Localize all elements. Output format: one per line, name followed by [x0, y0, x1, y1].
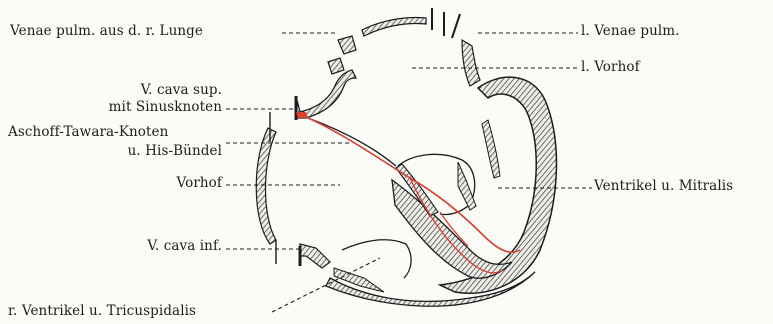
label-right-ventricle-tricuspidalis: r. Ventrikel u. Tricuspidalis	[8, 303, 196, 320]
label-vena-cava-sup-line1: V. cava sup.	[96, 82, 222, 99]
label-vorhof-right: Vorhof	[110, 175, 222, 192]
label-venae-pulm-right-lung: Venae pulm. aus d. r. Lunge	[10, 23, 203, 40]
right-pulm-vein-upper	[338, 36, 356, 54]
inferior-vena-cava	[300, 244, 330, 268]
atrial-roof	[362, 18, 426, 37]
mitral-leaflet-a	[458, 162, 476, 210]
tricuspid-leaflet	[342, 240, 411, 278]
label-aschoff-tawara-line2: u. His-Bündel	[68, 143, 222, 160]
mitral-leaflet-b	[482, 120, 500, 178]
left-atrium-wall	[462, 40, 480, 86]
label-vena-cava-sup-line2: mit Sinusknoten	[68, 99, 222, 116]
label-aschoff-tawara-line1: Aschoff-Tawara-Knoten	[8, 124, 168, 141]
label-venae-pulm-left: l. Venae pulm.	[581, 23, 680, 40]
sinus-node-mark	[296, 112, 308, 118]
superior-vena-cava	[296, 70, 356, 118]
label-vorhof-left: l. Vorhof	[581, 59, 640, 76]
left-pulm-vein-b	[452, 14, 460, 38]
label-vena-cava-inf: V. cava inf.	[96, 238, 222, 255]
label-ventrikel-mitralis: Ventrikel u. Mitralis	[594, 178, 733, 195]
right-atrium-wall	[256, 128, 276, 244]
right-pulm-vein-lower	[328, 58, 344, 74]
